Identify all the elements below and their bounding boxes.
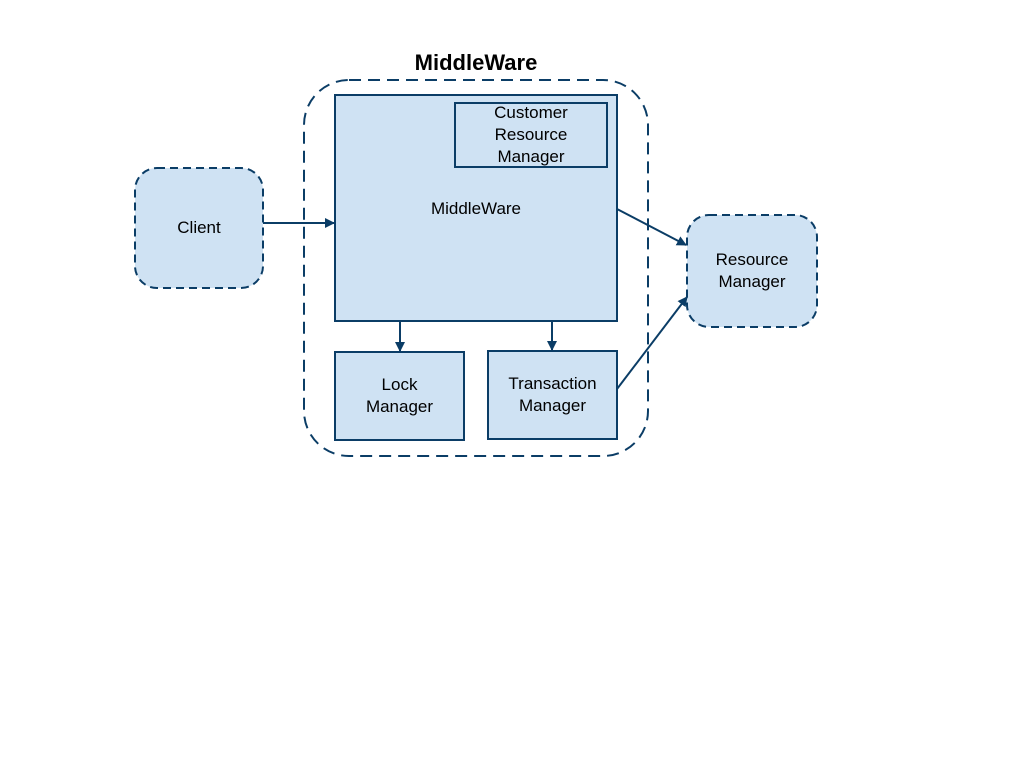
middleware-group-boundary <box>303 79 649 457</box>
client-label: Client <box>177 218 221 237</box>
lock-manager-node <box>334 351 465 441</box>
edge-transaction-manager-to-resource-manager <box>616 296 688 390</box>
transaction-manager-node <box>487 350 618 440</box>
resource-manager-label: Resource Manager <box>715 250 789 291</box>
middleware-group-title: MiddleWare <box>414 50 538 75</box>
edge-middleware-to-resource-manager <box>616 208 687 246</box>
customer-resource-manager-node <box>454 102 608 168</box>
resource-manager-node <box>686 214 818 328</box>
lock-manager-label: Lock Manager <box>365 375 434 416</box>
client-node <box>134 167 264 289</box>
middleware-label: MiddleWare <box>430 199 522 218</box>
customer-resource-manager-label: Customer Resource Manager <box>494 103 568 166</box>
transaction-manager-label: Transaction Manager <box>508 374 597 415</box>
